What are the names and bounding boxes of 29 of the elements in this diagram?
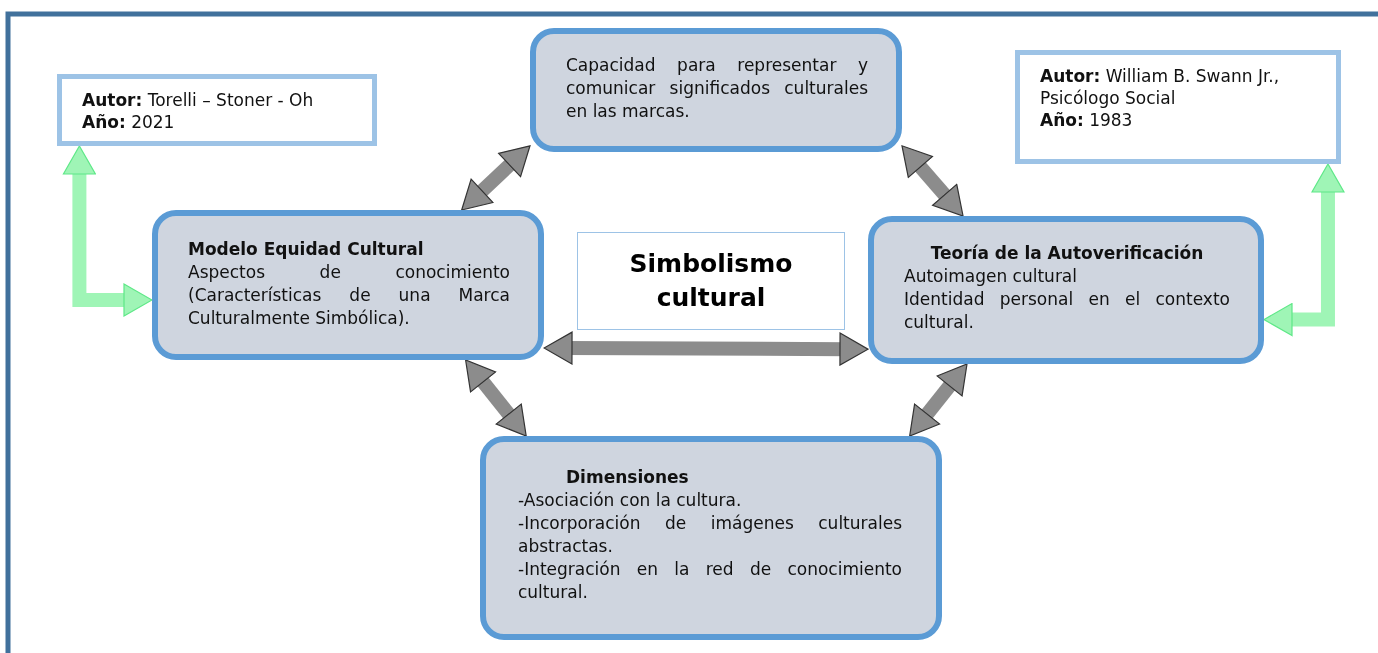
box-heading: Modelo Equidad Cultural bbox=[188, 238, 425, 261]
box-text: -Incorporación de imágenes culturales abstractas. bbox=[518, 512, 902, 558]
double-arrow bbox=[543, 331, 869, 366]
box-text: Autor: William B. Swann Jr., Psicólogo Social bbox=[1040, 65, 1281, 109]
title-text: Simbolismo cultural bbox=[628, 248, 794, 314]
concept-box bbox=[480, 436, 942, 640]
box-text: Año: 1983 bbox=[1040, 109, 1134, 131]
box-heading: Teoría de la Autoverificación bbox=[929, 242, 1205, 265]
concept-box bbox=[868, 216, 1264, 364]
double-arrow bbox=[62, 145, 153, 317]
double-arrow bbox=[901, 145, 964, 217]
author-box bbox=[57, 74, 377, 146]
double-arrow bbox=[465, 359, 527, 437]
author-box bbox=[1015, 50, 1341, 164]
box-text: Año: 2021 bbox=[82, 111, 176, 133]
box-text: Identidad personal en el contexto cultural. bbox=[904, 288, 1230, 334]
box-text: -Asociación con la cultura. bbox=[518, 489, 743, 512]
double-arrow bbox=[461, 145, 531, 211]
box-text: Autoimagen cultural bbox=[904, 265, 1078, 288]
concept-box bbox=[152, 210, 544, 360]
box-heading: Dimensiones bbox=[565, 466, 690, 489]
concept-box bbox=[530, 28, 902, 152]
double-arrow bbox=[909, 363, 968, 437]
double-arrow bbox=[1263, 163, 1345, 337]
box-text: Aspectos de conocimiento (Características de una Marca Culturalmente Simbólica). bbox=[188, 261, 510, 330]
title-box bbox=[577, 232, 845, 330]
box-text: Autor: Torelli – Stoner - Oh bbox=[82, 89, 315, 111]
box-text: Capacidad para representar y comunicar significados culturales en las marcas. bbox=[566, 54, 868, 123]
box-text: -Integración en la red de conocimiento cultural. bbox=[518, 558, 902, 604]
